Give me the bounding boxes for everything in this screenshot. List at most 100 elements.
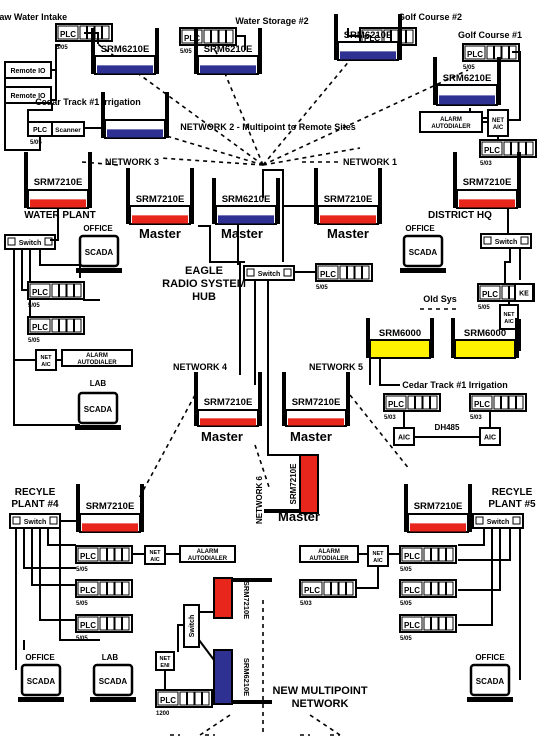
antenna-left — [433, 57, 437, 105]
radio-link-line — [199, 714, 231, 736]
connector-line — [236, 35, 246, 50]
keyboard — [90, 697, 136, 702]
net-aic-icon-label-2: AIC — [373, 558, 383, 564]
plc-slot — [415, 395, 423, 410]
plc-slot — [446, 547, 454, 562]
connector-line — [458, 528, 511, 561]
antenna-left — [366, 318, 370, 358]
radio-model-label: SRM7210E — [289, 463, 298, 505]
radio-icon: SRM7210E — [213, 577, 272, 619]
ke-icon-label: KE — [519, 291, 529, 298]
radio-icon: SRM6210E — [213, 649, 272, 705]
connector-line — [39, 528, 76, 621]
plc-model-label: 5/05 — [180, 49, 192, 55]
antenna-left — [314, 168, 318, 224]
plc-slot — [339, 265, 347, 280]
radio-icon: SRM6210E — [212, 178, 280, 225]
connector-line — [47, 528, 76, 546]
plc-model-label: 5/03 — [384, 415, 396, 421]
plc-slot — [446, 581, 454, 596]
monitor-frame — [92, 663, 134, 697]
radio-model-label: SRM6000 — [379, 328, 421, 339]
radio-icon: SRM6210E — [433, 57, 501, 106]
aic-icon-label: AIC — [484, 435, 496, 442]
antenna-left — [334, 14, 338, 60]
plc-slot — [354, 265, 362, 280]
network-label-6: NETWORK 6 — [255, 475, 264, 524]
radio-model-label: SRM7210E — [86, 501, 135, 512]
net-aic-icon-label: NET — [492, 118, 504, 124]
plc-label: PLC — [80, 552, 96, 561]
switch-label: Switch — [24, 519, 47, 526]
antenna-left — [282, 372, 286, 426]
plc-label: PLC — [404, 552, 420, 561]
monitor-frame — [20, 663, 62, 697]
radio-body — [299, 454, 319, 514]
plc-slot — [51, 318, 59, 333]
plc-slot — [406, 29, 414, 44]
antenna-right — [468, 484, 472, 532]
radio-icon: SRM7210E — [282, 372, 350, 427]
antenna — [232, 700, 272, 704]
plc-slot — [218, 29, 226, 44]
plc-slot — [422, 395, 430, 410]
plc-label: PLC — [484, 146, 500, 155]
plc-model-label: 5/05 — [463, 65, 475, 71]
radio-body — [213, 649, 233, 705]
scada-label: SCADA — [27, 677, 56, 686]
connector-line — [504, 248, 511, 284]
plc-label: PLC — [364, 34, 380, 43]
office-label: OFFICE — [25, 653, 55, 662]
connector-line — [458, 528, 501, 591]
hub-title-line3: HUB — [192, 291, 216, 303]
plc-label: PLC — [320, 270, 336, 279]
plc-model-label: 5/05 — [478, 305, 490, 311]
plc-slot — [438, 616, 446, 631]
radio-band — [200, 65, 256, 74]
connector-line — [356, 566, 379, 589]
radio-model-label: SRM7210E — [242, 581, 251, 619]
network-label-4: NETWORK 4 — [173, 362, 227, 372]
scada-terminal-icon: SCADA — [90, 663, 136, 702]
antenna-right — [515, 318, 519, 358]
site-label-water-plant: WATER PLANT — [24, 210, 95, 221]
radio-link-line — [309, 714, 341, 736]
radio-band — [459, 199, 515, 208]
plc-label: PLC — [80, 586, 96, 595]
radio-icon: SRM7210E — [314, 168, 382, 225]
switch-label: Switch — [258, 271, 281, 278]
connector-line — [347, 28, 360, 37]
antenna-right — [346, 372, 350, 426]
switch-icon: Switch — [4, 234, 56, 250]
radio-icon: SRM7210E — [194, 372, 262, 427]
switch-icon: Switch — [472, 513, 524, 529]
radio-band — [320, 215, 376, 224]
connector-line — [13, 249, 80, 426]
site-label-old-sys: Old Sys — [423, 294, 457, 304]
radio-icon: SRM7210E — [24, 152, 92, 209]
master-label: Master — [221, 226, 263, 241]
radio-model-label: SRM6210E — [344, 30, 393, 41]
scada-terminal-icon: SCADA — [75, 391, 121, 430]
scada-label: SCADA — [476, 677, 505, 686]
alarm-autodialer-icon-label-2: AUTODIALER — [309, 556, 349, 562]
plc-slot — [114, 616, 122, 631]
switch-label: Switch — [495, 239, 518, 246]
plc-slot — [430, 395, 438, 410]
plc-model-label: 5/05 — [28, 338, 40, 344]
site-label-golf-course-1: Golf Course #1 — [458, 30, 522, 40]
alarm-autodialer-icon-body — [61, 349, 133, 367]
scada-terminal-icon: SCADA — [400, 234, 446, 273]
plc-cpu — [157, 691, 179, 706]
plc-slot — [114, 547, 122, 562]
net-aic-icon-label: NET — [150, 550, 162, 556]
plc-slot — [122, 547, 130, 562]
plc-slot — [347, 265, 355, 280]
